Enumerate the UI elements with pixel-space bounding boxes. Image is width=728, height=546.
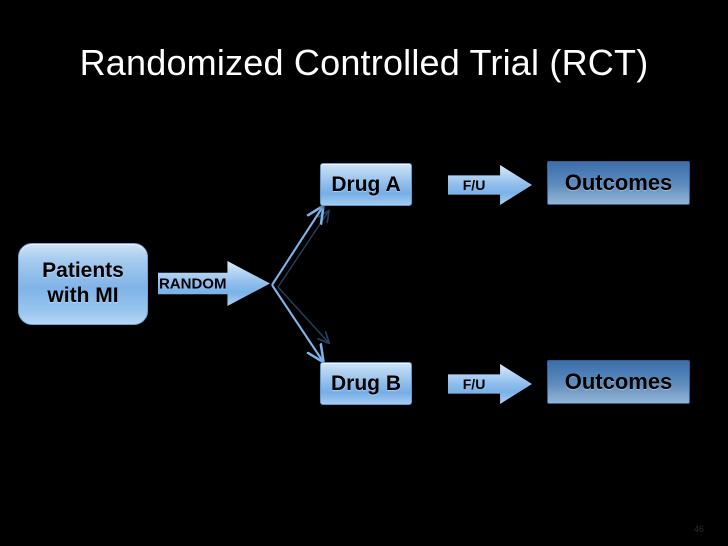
node-treatment-drug-b-label: Drug B bbox=[331, 371, 401, 395]
node-patients-line1: Patients bbox=[42, 259, 124, 283]
arrow-followup-drug-b[interactable]: F/U bbox=[448, 364, 532, 404]
node-treatment-drug-a-label: Drug A bbox=[331, 172, 401, 196]
arrow-followup-drug-b-label: F/U bbox=[462, 376, 486, 392]
arrow-followup-drug-a-label: F/U bbox=[462, 177, 486, 193]
node-outcome-drug-b-label: Outcomes bbox=[564, 369, 673, 394]
node-treatment-drug-b[interactable]: Drug B bbox=[320, 362, 412, 405]
page-title: Randomized Controlled Trial (RCT) bbox=[79, 42, 649, 83]
slide-number: 46 bbox=[693, 524, 704, 534]
node-treatment-drug-a[interactable]: Drug A bbox=[320, 163, 412, 206]
node-outcome-drug-a[interactable]: Outcomes bbox=[547, 161, 690, 205]
arrow-followup-drug-a[interactable]: F/U bbox=[448, 165, 532, 205]
node-outcome-drug-b[interactable]: Outcomes bbox=[547, 360, 690, 404]
node-outcome-drug-a-label: Outcomes bbox=[564, 170, 673, 195]
arrow-randomization[interactable]: RANDOM bbox=[158, 261, 270, 306]
node-patients-with-mi[interactable]: Patients with MI bbox=[18, 243, 148, 325]
arrow-randomization-label: RANDOM bbox=[158, 275, 227, 292]
node-patients-line2: with MI bbox=[47, 284, 119, 307]
